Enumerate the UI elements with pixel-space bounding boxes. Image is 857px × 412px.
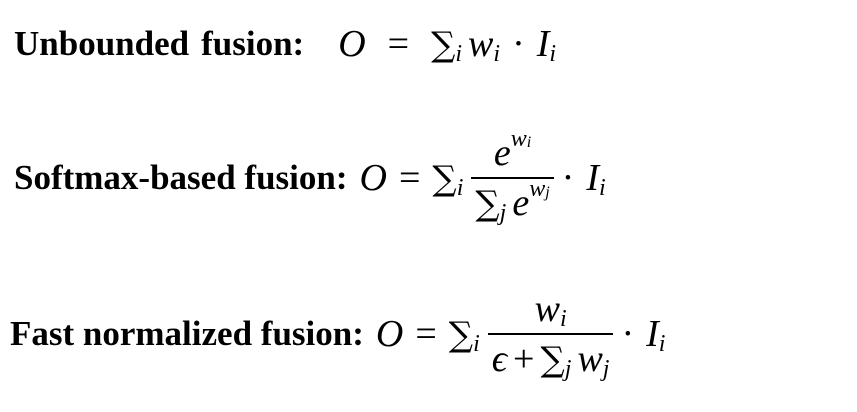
exp-base: e xyxy=(493,132,511,174)
summation-index: i xyxy=(455,40,463,67)
input-index: i xyxy=(549,40,557,67)
denominator-summation-index: j xyxy=(564,355,572,382)
output-symbol: O xyxy=(359,157,387,199)
numerator-weight-index: i xyxy=(559,305,567,332)
denominator-exp-weight-index: j xyxy=(545,184,550,201)
input-symbol: I xyxy=(646,313,659,355)
normalized-fraction: w i ϵ + ∑ j w j xyxy=(487,285,614,383)
unbounded-fusion-label-word2: fusion: xyxy=(201,24,305,63)
fraction-bar xyxy=(487,333,614,335)
summation-symbol: ∑ xyxy=(432,159,457,199)
equals-sign: = xyxy=(415,313,437,355)
fast-normalized-fusion-equation: Fast normalized fusion: O = ∑ i w i ϵ + … xyxy=(10,282,665,386)
denominator-weight: w xyxy=(577,338,603,380)
fraction-denominator: ∑ j e w j xyxy=(471,175,553,227)
softmax-fraction: e w i ∑ j e w j xyxy=(471,125,554,227)
fraction-bar xyxy=(471,177,554,179)
fraction-numerator: e w i xyxy=(490,125,535,177)
weight-index: i xyxy=(493,40,501,67)
equals-sign: = xyxy=(387,23,410,65)
denominator-summation-index: j xyxy=(499,199,507,226)
input-symbol: I xyxy=(536,23,550,65)
epsilon-symbol: ϵ xyxy=(491,338,508,380)
unbounded-fusion-label-word1: Unbounded xyxy=(14,24,190,63)
summation-symbol: ∑ xyxy=(431,25,456,65)
denominator-summation-symbol: ∑ xyxy=(475,184,500,224)
unbounded-fusion-equation: Unbounded fusion: O = ∑ i w i · I i xyxy=(14,14,556,74)
summation-index: i xyxy=(473,330,480,357)
fraction-numerator: w i xyxy=(531,285,571,333)
summation-symbol: ∑ xyxy=(448,315,474,355)
weight-symbol: w xyxy=(468,23,494,65)
input-index: i xyxy=(658,330,666,357)
dot-operator: · xyxy=(561,157,575,199)
exp-weight-index: i xyxy=(526,134,532,151)
numerator-weight: w xyxy=(534,288,560,330)
softmax-fusion-equation: Softmax-based fusion: O = ∑ i e w i ∑ j … xyxy=(14,126,606,230)
dot-operator: · xyxy=(621,313,635,355)
equals-sign: = xyxy=(398,157,421,199)
denominator-weight-index: j xyxy=(602,355,610,382)
input-index: i xyxy=(598,174,606,201)
softmax-fusion-label: Softmax-based fusion: xyxy=(14,158,348,197)
fraction-denominator: ϵ + ∑ j w j xyxy=(488,335,614,383)
plus-sign: + xyxy=(513,338,535,380)
summation-index: i xyxy=(456,174,464,201)
output-symbol: O xyxy=(338,23,366,65)
fast-normalized-fusion-label: Fast normalized fusion: xyxy=(10,314,364,353)
denominator-summation-symbol: ∑ xyxy=(540,340,565,380)
output-symbol: O xyxy=(375,313,404,355)
dot-operator: · xyxy=(512,23,525,65)
exp-weight: w xyxy=(510,125,527,152)
input-symbol: I xyxy=(586,157,599,199)
denominator-exp-base: e xyxy=(512,182,530,224)
denominator-exp-weight: w xyxy=(529,175,546,202)
